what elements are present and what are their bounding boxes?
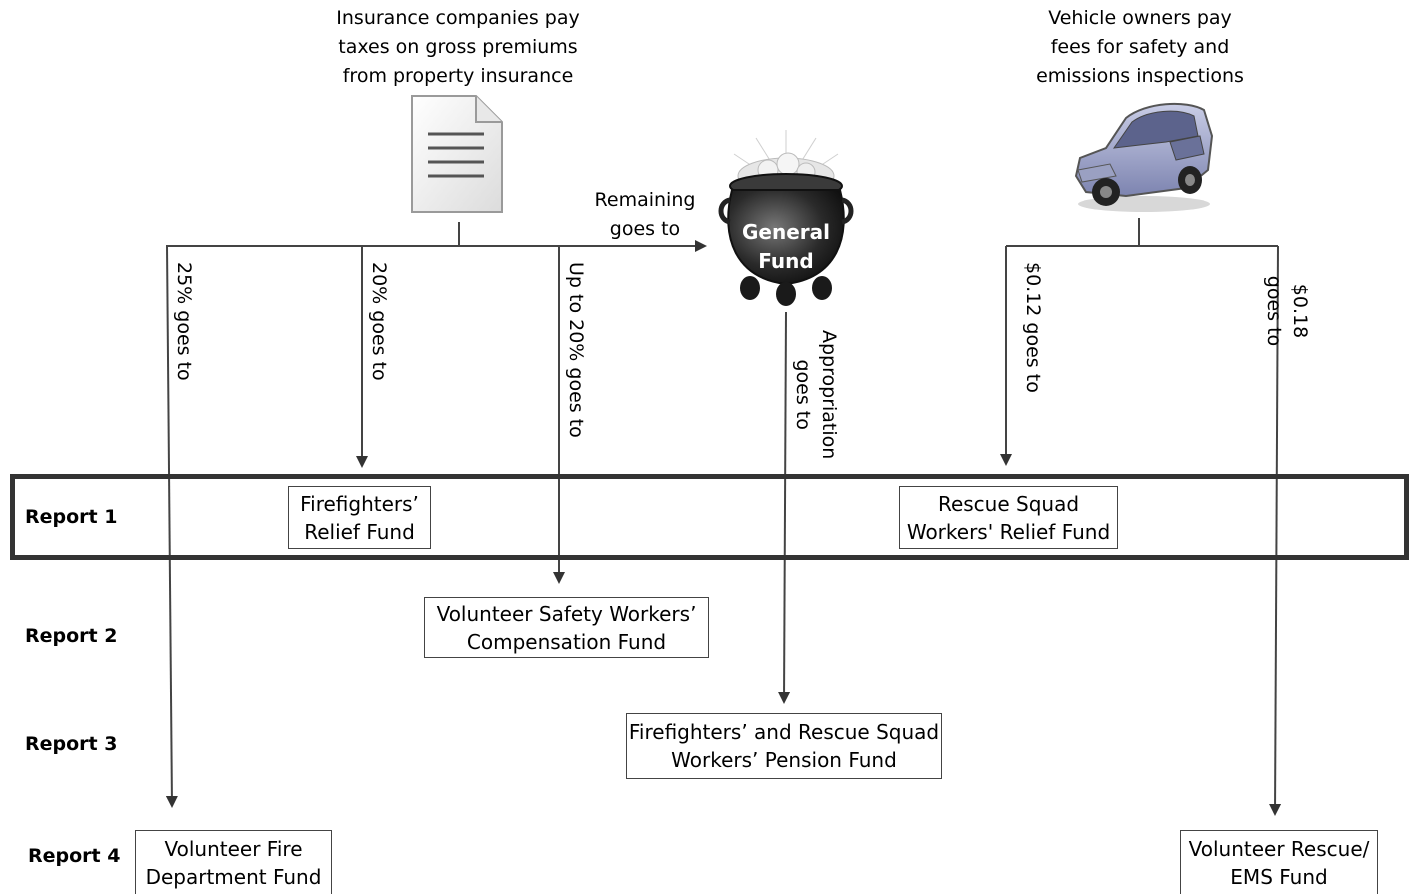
arrow-25pct — [165, 245, 178, 808]
vehicle-caption: Vehicle owners pay fees for safety and e… — [1036, 7, 1244, 87]
car-icon — [1066, 96, 1216, 220]
flow-label-appropriation: Appropriation goes to — [792, 330, 840, 460]
arrow-appropriation — [778, 311, 791, 704]
volunteer-rescue-ems-fund-box: Volunteer Rescue/ EMS Fund — [1180, 830, 1378, 894]
volunteer-fire-dept-fund-box: Volunteer Fire Department Fund — [135, 830, 332, 894]
money-pot-icon — [716, 128, 856, 316]
flow-label-25pct: 25% goes to — [173, 262, 195, 381]
report-2-label: Report 2 — [25, 625, 118, 647]
firefighters-relief-fund-box: Firefighters’ Relief Fund — [288, 486, 431, 549]
arrow-018 — [1269, 245, 1282, 816]
report-1-label: Report 1 — [25, 506, 118, 528]
document-icon — [406, 92, 508, 222]
flow-label-20pct: 20% goes to — [368, 262, 390, 381]
report-4-label: Report 4 — [28, 845, 121, 867]
report-3-label: Report 3 — [25, 733, 118, 755]
report1-frame — [10, 474, 1409, 560]
pension-fund-box: Firefighters’ and Rescue Squad Workers’ … — [626, 713, 942, 779]
flow-label-012: $0.12 goes to — [1022, 262, 1044, 393]
remaining-label: Remaining goes to — [594, 189, 696, 240]
volunteer-safety-comp-fund-box: Volunteer Safety Workers’ Compensation F… — [424, 597, 709, 658]
insurance-caption: Insurance companies pay taxes on gross p… — [336, 7, 580, 87]
flow-label-upto20pct: Up to 20% goes to — [565, 262, 587, 438]
rescue-squad-relief-fund-box: Rescue Squad Workers' Relief Fund — [899, 486, 1118, 549]
flow-label-018: $0.18 goes to — [1263, 275, 1311, 347]
general-fund-label: General Fund — [742, 220, 830, 273]
